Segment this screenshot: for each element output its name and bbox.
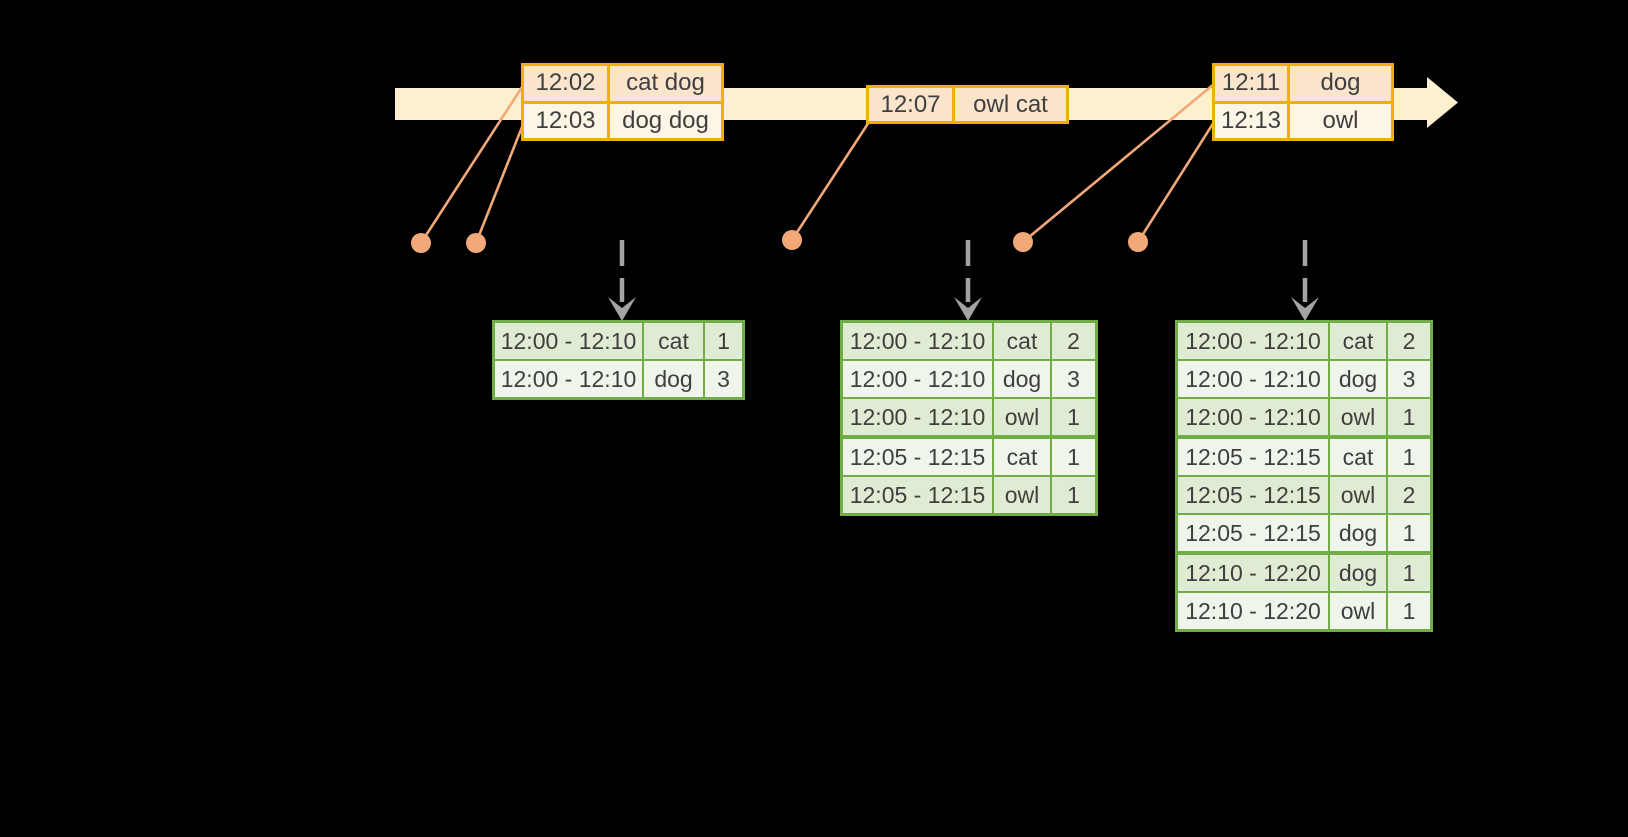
- result-row: 12:05 - 12:15 dog 1: [1178, 515, 1430, 551]
- result-table: 12:00 - 12:10 cat 2 12:00 - 12:10 dog 3 …: [840, 320, 1098, 516]
- count-cell: 1: [1388, 593, 1430, 629]
- event-words-cell: owl: [1290, 103, 1391, 138]
- result-table: 12:00 - 12:10 cat 1 12:00 - 12:10 dog 3: [492, 320, 745, 400]
- event-table: 12:11 dog 12:13 owl: [1212, 63, 1394, 141]
- window-cell: 12:00 - 12:10: [495, 361, 642, 397]
- result-row: 12:00 - 12:10 dog 3: [843, 361, 1095, 397]
- result-row: 12:05 - 12:15 cat 1: [843, 439, 1095, 475]
- event-dot: [782, 230, 802, 250]
- result-row: 12:10 - 12:20 dog 1: [1178, 555, 1430, 591]
- window-cell: 12:05 - 12:15: [843, 439, 992, 475]
- window-cell: 12:00 - 12:10: [495, 323, 642, 359]
- event-time-cell: 12:02: [524, 66, 607, 101]
- count-cell: 1: [1052, 439, 1095, 475]
- result-row: 12:00 - 12:10 cat 2: [843, 323, 1095, 359]
- event-words-cell: dog: [1290, 66, 1391, 101]
- word-cell: dog: [644, 361, 703, 397]
- event-table: 12:07 owl cat: [866, 85, 1069, 124]
- event-connector-line: [1136, 121, 1216, 243]
- window-cell: 12:00 - 12:10: [1178, 399, 1328, 435]
- event-words-cell: cat dog: [610, 66, 721, 101]
- word-cell: cat: [1330, 323, 1386, 359]
- count-cell: 1: [1052, 399, 1095, 435]
- count-cell: 1: [1388, 399, 1430, 435]
- result-row: 12:00 - 12:10 owl 1: [843, 399, 1095, 435]
- event-time-cell: 12:13: [1215, 103, 1287, 138]
- result-row: 12:00 - 12:10 dog 3: [495, 361, 742, 397]
- result-row: 12:00 - 12:10 cat 1: [495, 323, 742, 359]
- event-words-cell: dog dog: [610, 103, 721, 138]
- event-time-cell: 12:03: [524, 103, 607, 138]
- word-cell: owl: [994, 477, 1050, 513]
- result-row: 12:05 - 12:15 owl 2: [1178, 477, 1430, 513]
- count-cell: 2: [1388, 477, 1430, 513]
- result-row: 12:00 - 12:10 owl 1: [1178, 399, 1430, 435]
- count-cell: 1: [705, 323, 742, 359]
- result-row: 12:05 - 12:15 owl 1: [843, 477, 1095, 513]
- word-cell: cat: [994, 323, 1050, 359]
- count-cell: 1: [1388, 439, 1430, 475]
- word-cell: cat: [644, 323, 703, 359]
- count-cell: 1: [1052, 477, 1095, 513]
- event-words-cell: owl cat: [955, 88, 1066, 121]
- word-cell: owl: [994, 399, 1050, 435]
- event-dot: [411, 233, 431, 253]
- count-cell: 3: [705, 361, 742, 397]
- trigger-arrowhead-icon: [608, 297, 636, 321]
- event-dot: [466, 233, 486, 253]
- trigger-arrowhead-icon: [1291, 297, 1319, 321]
- window-cell: 12:00 - 12:10: [843, 323, 992, 359]
- window-cell: 12:05 - 12:15: [1178, 477, 1328, 513]
- event-connector-line: [474, 121, 526, 244]
- count-cell: 2: [1388, 323, 1430, 359]
- event-table: 12:02 cat dog 12:03 dog dog: [521, 63, 724, 141]
- count-cell: 1: [1388, 515, 1430, 551]
- word-cell: cat: [1330, 439, 1386, 475]
- trigger-arrowhead-icon: [954, 297, 982, 321]
- event-connector-line: [419, 83, 526, 244]
- word-cell: dog: [994, 361, 1050, 397]
- event-connector-line: [790, 121, 871, 241]
- result-row: 12:05 - 12:15 cat 1: [1178, 439, 1430, 475]
- window-cell: 12:05 - 12:15: [1178, 439, 1328, 475]
- event-dot: [1128, 232, 1148, 252]
- word-cell: dog: [1330, 515, 1386, 551]
- word-cell: dog: [1330, 555, 1386, 591]
- window-cell: 12:10 - 12:20: [1178, 593, 1328, 629]
- result-row: 12:00 - 12:10 dog 3: [1178, 361, 1430, 397]
- window-cell: 12:00 - 12:10: [1178, 361, 1328, 397]
- event-connector-line: [1022, 82, 1215, 244]
- word-cell: owl: [1330, 593, 1386, 629]
- word-cell: dog: [1330, 361, 1386, 397]
- count-cell: 3: [1052, 361, 1095, 397]
- window-cell: 12:05 - 12:15: [843, 477, 992, 513]
- event-time-cell: 12:11: [1215, 66, 1287, 101]
- result-table: 12:00 - 12:10 cat 2 12:00 - 12:10 dog 3 …: [1175, 320, 1433, 632]
- window-cell: 12:00 - 12:10: [1178, 323, 1328, 359]
- word-cell: owl: [1330, 477, 1386, 513]
- window-cell: 12:00 - 12:10: [843, 399, 992, 435]
- result-row: 12:10 - 12:20 owl 1: [1178, 593, 1430, 629]
- word-cell: cat: [994, 439, 1050, 475]
- window-cell: 12:05 - 12:15: [1178, 515, 1328, 551]
- result-row: 12:00 - 12:10 cat 2: [1178, 323, 1430, 359]
- word-cell: owl: [1330, 399, 1386, 435]
- window-cell: 12:00 - 12:10: [843, 361, 992, 397]
- count-cell: 2: [1052, 323, 1095, 359]
- count-cell: 3: [1388, 361, 1430, 397]
- event-dot: [1013, 232, 1033, 252]
- count-cell: 1: [1388, 555, 1430, 591]
- timeline-arrowhead-icon: [1427, 77, 1458, 128]
- window-cell: 12:10 - 12:20: [1178, 555, 1328, 591]
- event-time-cell: 12:07: [869, 88, 952, 121]
